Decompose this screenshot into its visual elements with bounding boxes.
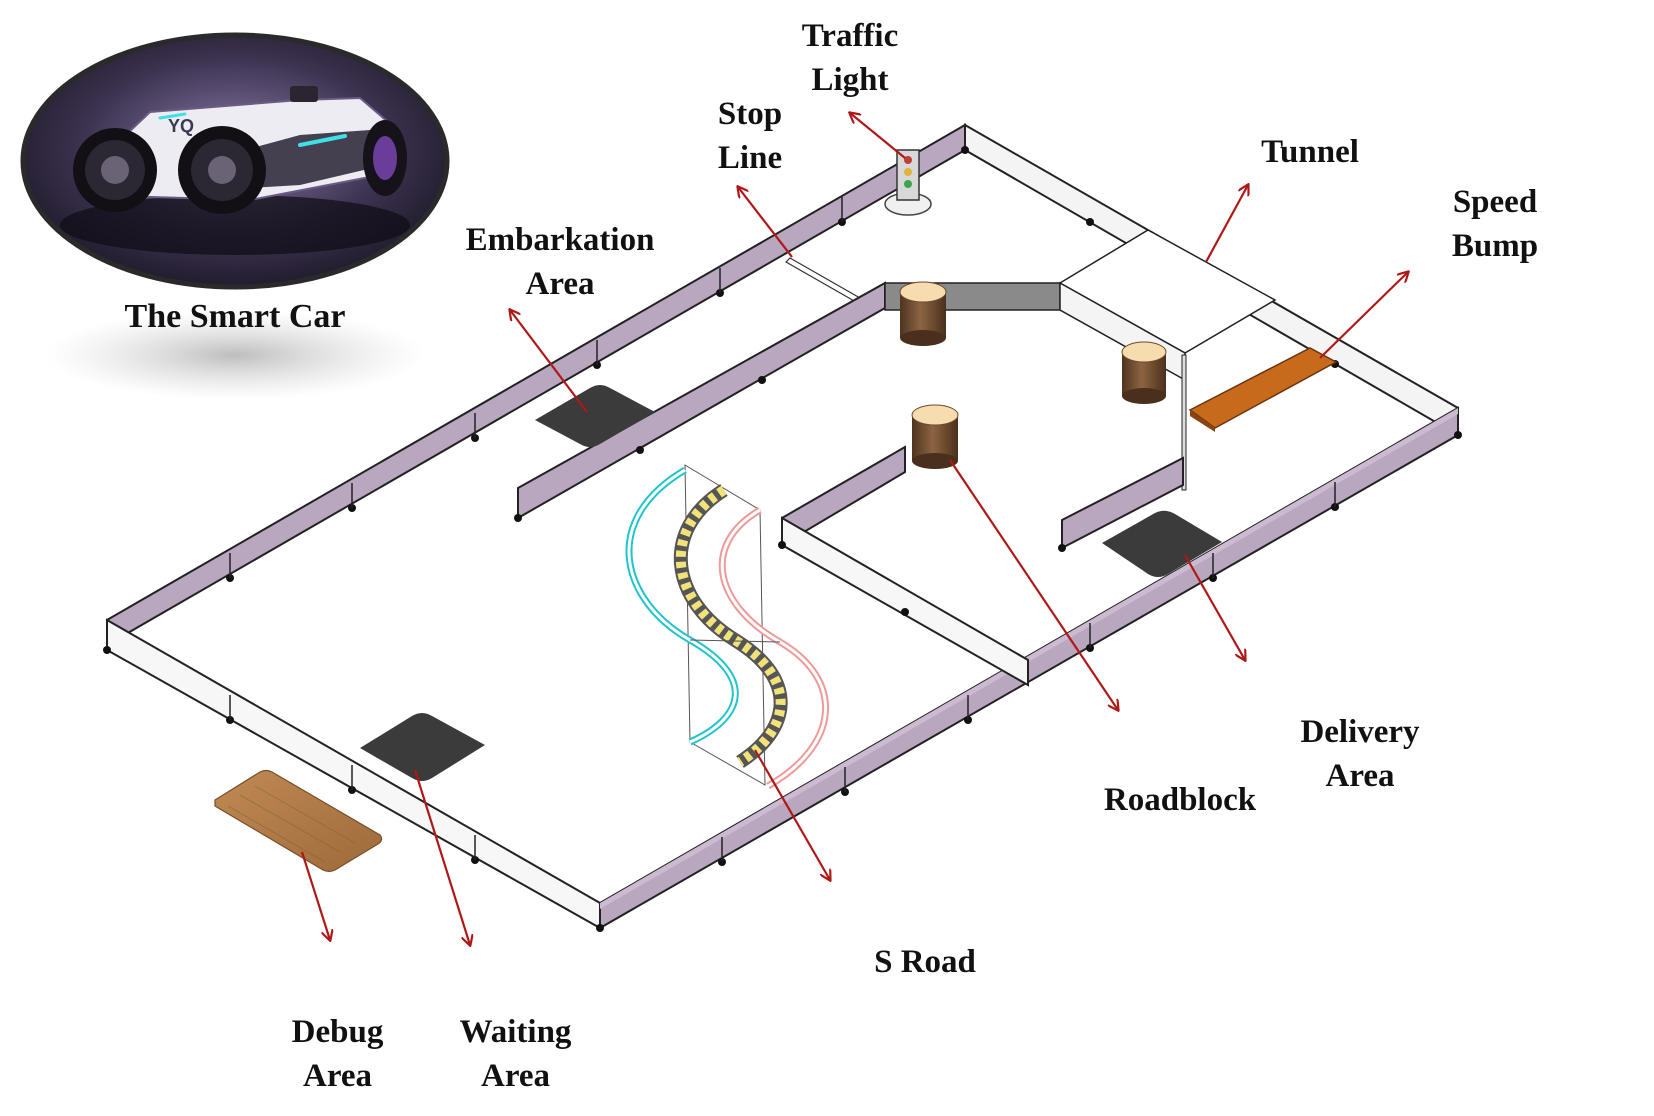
- label-speed-bump: Speed Bump: [1435, 180, 1555, 268]
- car-brand-mark: YQ: [168, 116, 194, 136]
- arrow-delivery: [1184, 554, 1245, 660]
- arrow-roadblock: [949, 459, 1118, 710]
- roadblock-1: [899, 281, 947, 346]
- delivery-pad: [1102, 510, 1222, 577]
- arrow-tunnel: [1205, 185, 1248, 263]
- label-waiting-area: Waiting Area: [448, 1010, 583, 1098]
- label-debug-line2: Area: [302, 1058, 373, 1094]
- arrow-waiting: [413, 769, 470, 945]
- roadblocks: [899, 281, 1167, 469]
- label-traffic-light: Traffic Light: [780, 14, 920, 102]
- debug-board: [214, 769, 383, 873]
- dark-pads: [360, 385, 1222, 781]
- arrow-s-road: [754, 749, 830, 880]
- label-embarkation-line1: Embarkation: [465, 222, 655, 258]
- s-road: [625, 464, 830, 790]
- inset-shadow: [45, 310, 425, 400]
- label-stop-line: Stop Line: [700, 92, 800, 180]
- label-waiting-line1: Waiting: [459, 1014, 572, 1050]
- traffic-light-prop: [884, 149, 932, 216]
- label-traffic-light-line2: Light: [811, 62, 889, 98]
- label-roadblock: Roadblock: [1090, 778, 1270, 822]
- waiting-pad: [360, 713, 485, 781]
- label-speed-bump-line1: Speed: [1452, 184, 1538, 220]
- smart-car-caption: The Smart Car: [95, 295, 375, 339]
- roadblock-3: [911, 404, 959, 469]
- label-tunnel: Tunnel: [1240, 130, 1380, 174]
- arrow-embarkation: [510, 310, 588, 413]
- label-delivery-line2: Area: [1325, 758, 1395, 794]
- smart-car-icon: YQ: [73, 86, 407, 214]
- label-debug-line1: Debug: [291, 1014, 384, 1050]
- label-embarkation-area: Embarkation Area: [450, 218, 670, 306]
- label-waiting-line2: Area: [480, 1058, 551, 1094]
- label-s-road: S Road: [860, 940, 990, 984]
- inner-walls-center: [778, 354, 1187, 687]
- label-delivery-area: Delivery Area: [1285, 710, 1435, 798]
- label-stop-line-line2: Line: [717, 140, 783, 176]
- arrow-debug: [300, 851, 330, 940]
- label-delivery-line1: Delivery: [1300, 714, 1420, 750]
- arrow-traffic-light: [850, 113, 906, 159]
- embarkation-pad: [535, 385, 655, 447]
- caption-text: The Smart Car: [124, 298, 346, 335]
- arrow-speed-bump: [1319, 272, 1408, 359]
- arrow-stop-line: [738, 187, 793, 258]
- label-roadblock-line1: Roadblock: [1103, 782, 1257, 818]
- label-s-road-line1: S Road: [874, 944, 976, 980]
- label-speed-bump-line2: Bump: [1451, 228, 1539, 264]
- label-debug-area: Debug Area: [275, 1010, 400, 1098]
- label-embarkation-line2: Area: [525, 266, 595, 302]
- label-stop-line-line1: Stop: [717, 96, 783, 132]
- speed-bump-prop: [1188, 347, 1338, 432]
- smart-car-inset: YQ: [20, 32, 450, 400]
- label-traffic-light-line1: Traffic: [801, 18, 899, 54]
- label-tunnel-line1: Tunnel: [1261, 134, 1359, 170]
- roadblock-2: [1121, 341, 1167, 404]
- pointer-arrows: [300, 113, 1408, 945]
